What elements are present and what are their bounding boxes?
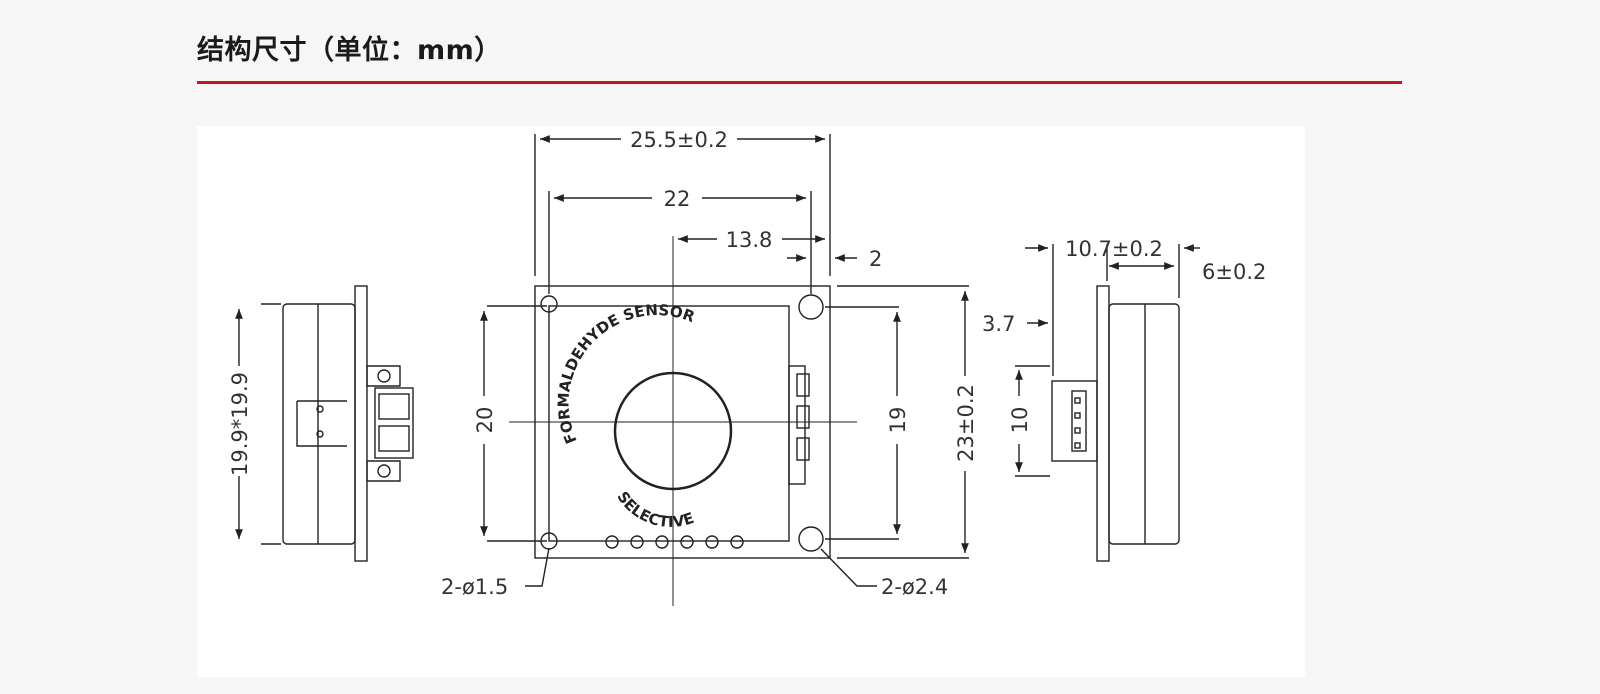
left-body-outline xyxy=(282,303,356,545)
front-view xyxy=(480,134,969,606)
dimension-drawing: 19.9*19.9 xyxy=(197,126,1305,677)
front-bottom-pins xyxy=(605,535,744,549)
left-bracket-bottom xyxy=(366,460,401,482)
dim-overall-width: 25.5±0.2 xyxy=(630,128,728,152)
left-bracket-top xyxy=(366,365,401,387)
dim-hole-span: 22 xyxy=(664,187,691,211)
leader-small-hole xyxy=(525,547,550,587)
left-pin-dot-2 xyxy=(316,430,324,438)
left-pin-dot-1 xyxy=(316,405,324,413)
right-pcb-board xyxy=(1096,285,1110,562)
right-connector-housing xyxy=(1051,380,1098,462)
section-title: 结构尺寸（单位：mm） xyxy=(197,35,502,66)
left-lead-frame xyxy=(296,400,347,447)
left-pin-slot-2 xyxy=(378,425,410,452)
dim-small-holes: 2-ø1.5 xyxy=(441,575,508,599)
left-pcb-board xyxy=(354,285,368,562)
leader-large-hole xyxy=(820,548,877,587)
right-connector-pins xyxy=(1071,390,1087,452)
title-divider xyxy=(197,81,1402,84)
front-connector-pin-1 xyxy=(796,373,810,397)
front-connector-pin-2 xyxy=(796,405,810,429)
left-mount-hole-bottom xyxy=(377,464,391,478)
drawing-svg: 19.9*19.9 xyxy=(228,128,1266,606)
sensor-label-bottom: SELECTIVE xyxy=(613,488,696,531)
left-mount-hole-top xyxy=(377,369,391,383)
dim-thickness: 10.7±0.2 xyxy=(1065,237,1163,261)
right-body-outline xyxy=(1108,303,1180,545)
dim-edge-offset: 2 xyxy=(869,247,882,271)
right-pin-4 xyxy=(1074,442,1081,449)
right-pin-3 xyxy=(1074,427,1081,434)
front-hole-small-top xyxy=(540,295,558,313)
dim-overall-height: 23±0.2 xyxy=(954,384,978,462)
dim-connector-height: 10 xyxy=(1008,407,1032,434)
left-body-size-label: 19.9*19.9 xyxy=(228,372,252,476)
dim-body-depth: 6±0.2 xyxy=(1202,260,1266,284)
left-side-view xyxy=(235,285,414,562)
right-side-view xyxy=(1015,244,1200,562)
front-hole-large-bottom xyxy=(798,526,824,552)
right-pin-1 xyxy=(1074,397,1081,404)
dim-center-offset: 13.8 xyxy=(726,228,773,252)
dim-height-left: 20 xyxy=(473,407,497,434)
front-side-connector xyxy=(788,365,806,485)
dim-large-holes: 2-ø2.4 xyxy=(881,575,948,599)
dim-height-right: 19 xyxy=(886,407,910,434)
front-connector-pin-3 xyxy=(796,437,810,461)
front-hole-large-top xyxy=(798,294,824,320)
dim-connector-offset: 3.7 xyxy=(982,312,1015,336)
left-connector-block xyxy=(374,387,414,459)
right-pin-2 xyxy=(1074,412,1081,419)
left-pin-slot-1 xyxy=(378,393,410,420)
